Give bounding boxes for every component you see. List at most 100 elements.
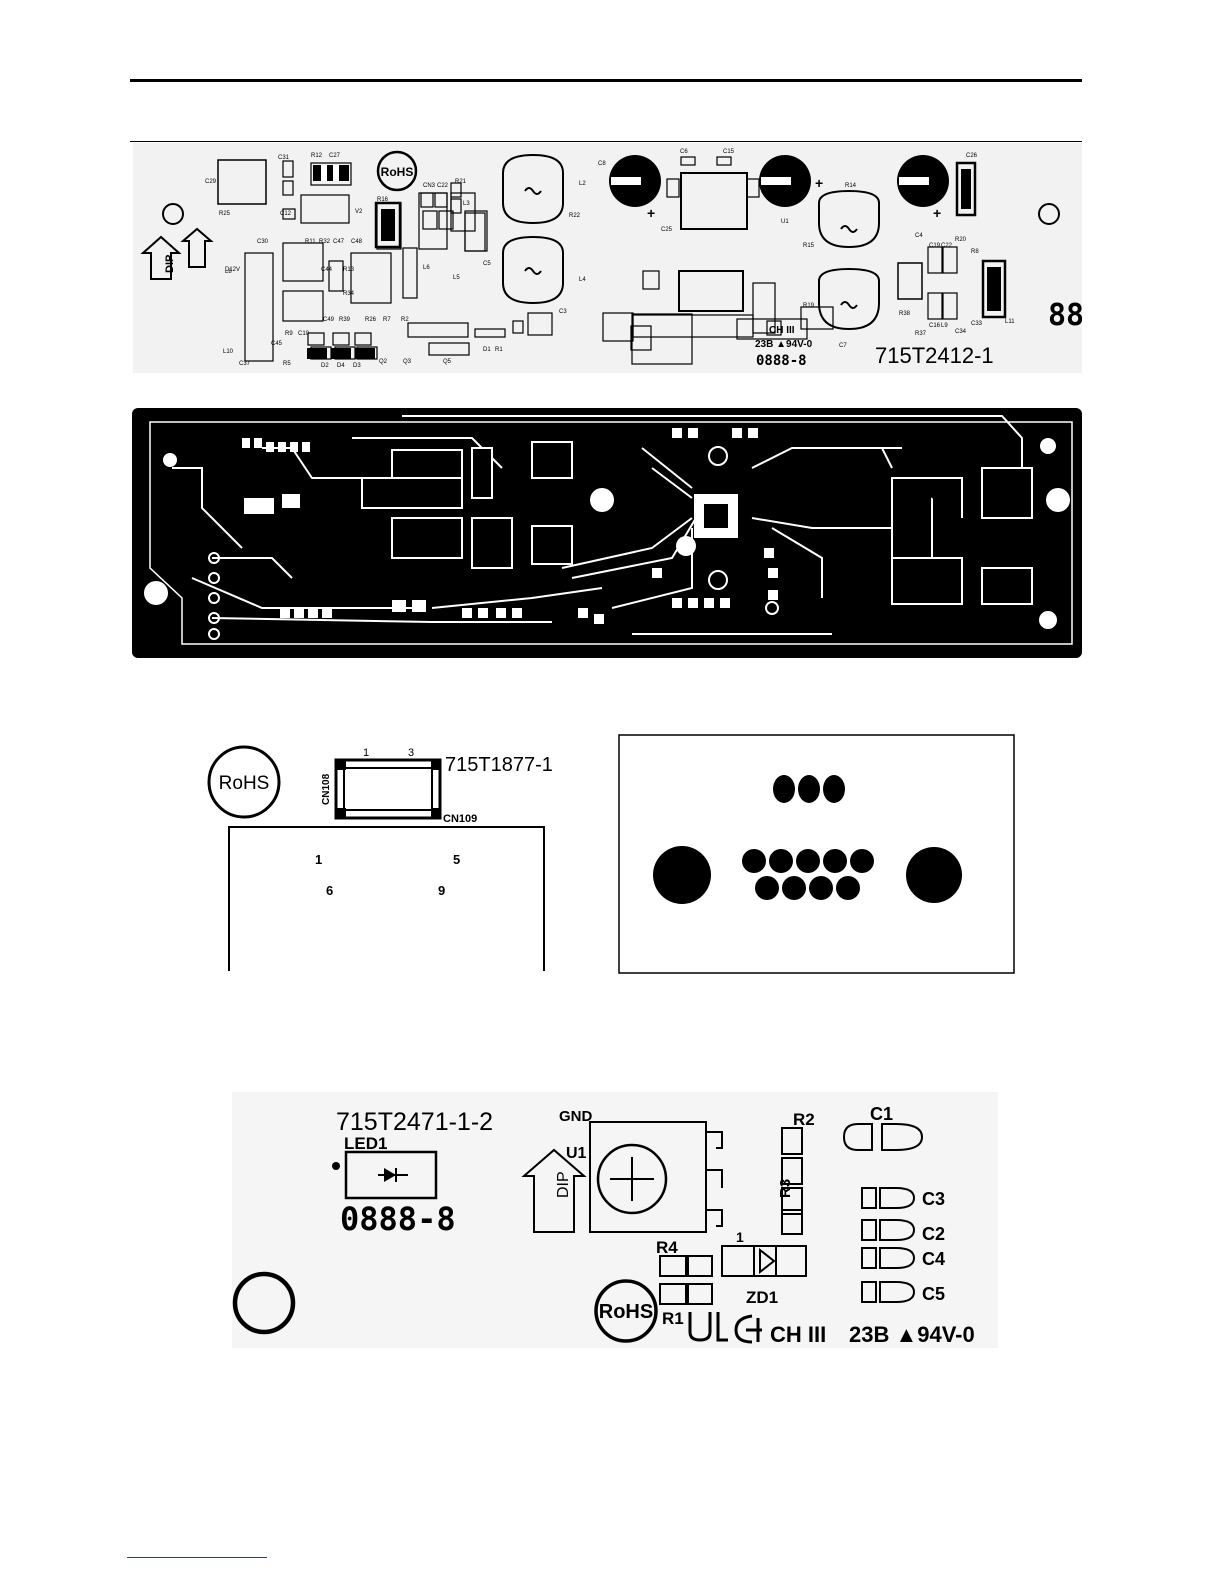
zd1-label: ZD1 xyxy=(746,1288,778,1307)
ref-label: C37 xyxy=(239,361,251,367)
ref-label: R34 xyxy=(343,291,355,297)
dip-label: DIP xyxy=(164,255,176,273)
mounting-hole xyxy=(232,1271,296,1335)
ref-label: L4 xyxy=(579,277,586,283)
footer-link-underline xyxy=(127,1557,267,1558)
mounting-hole xyxy=(1038,203,1060,225)
ref-label: C6 xyxy=(680,149,688,155)
ref-label: C4 xyxy=(915,233,923,239)
ref-label: L6 xyxy=(423,265,430,271)
r4-label: R4 xyxy=(656,1238,678,1257)
cn109-label: CN109 xyxy=(443,813,477,825)
ref-label: R38 xyxy=(899,311,911,317)
ref-label: C49 xyxy=(323,317,335,323)
ref-label: R22 xyxy=(569,213,581,219)
ref-label: C48 xyxy=(351,239,363,245)
ref-label: R20 xyxy=(955,237,967,243)
r2-label: R2 xyxy=(793,1110,815,1129)
ref-label: L10 xyxy=(223,349,234,355)
cn108-label: CN108 xyxy=(321,773,332,805)
rohs-logo-text: RoHS xyxy=(219,773,270,794)
u1-label: U1 xyxy=(566,1145,587,1162)
pin-label: 1 xyxy=(315,852,322,867)
ref-label: C30 xyxy=(257,239,269,245)
svg-text:+: + xyxy=(647,205,655,221)
ref-label: R9 xyxy=(285,331,293,337)
inductor-symbol xyxy=(502,153,564,305)
svg-text:+: + xyxy=(933,205,941,221)
ref-label: L8 xyxy=(225,269,232,275)
pin-label: 9 xyxy=(438,883,445,898)
rohs-logo-text: RoHS xyxy=(599,1301,653,1323)
ref-label: C44 xyxy=(321,267,333,273)
ref-label: R39 xyxy=(339,317,351,323)
pin-label: 6 xyxy=(326,883,333,898)
ref-label: D3 xyxy=(353,363,361,369)
mounting-hole xyxy=(162,203,184,225)
ref-label: L2 xyxy=(579,181,586,187)
pcb-silkscreen-connector: RoHS 1 3 715T1877-1 CN108 CN109 1 5 6 9 xyxy=(207,745,553,971)
ref-label: C47 xyxy=(333,239,345,245)
rohs-logo xyxy=(207,745,281,819)
flammability-rating: 23B ▲94V-0 xyxy=(849,1322,975,1347)
ref-label: C12 xyxy=(280,211,292,217)
date-code: 0888-8 xyxy=(340,1200,456,1238)
ref-label: C5 xyxy=(483,261,491,267)
ref-label: Q3 xyxy=(403,359,412,365)
ref-label: L11 xyxy=(1005,319,1015,325)
pcb-silkscreen-main: DIP xyxy=(133,143,1082,373)
ref-label: D4 xyxy=(337,363,345,369)
header-rule xyxy=(130,141,1082,142)
r3-label: R3 xyxy=(777,1179,794,1198)
pcb-copper-bottom xyxy=(132,408,1082,658)
ref-label: R13 xyxy=(343,267,355,273)
date-code: 0888-8 xyxy=(756,353,807,369)
ref-label: R14 xyxy=(845,183,857,189)
ref-label: C7 xyxy=(839,343,847,349)
pin-label: 1 xyxy=(363,747,369,759)
zener-diode-icon xyxy=(759,1247,776,1275)
ref-label: C22 xyxy=(437,183,449,189)
dip-label: DIP xyxy=(555,1171,572,1198)
pin-label: 3 xyxy=(408,747,414,759)
c5-label: C5 xyxy=(922,1284,945,1304)
pcb-silkscreen-led: 715T2471-1-2 LED1 0888-8 DIP GND U1 R2 R… xyxy=(232,1092,998,1348)
board-id: 715T1877-1 xyxy=(445,754,553,776)
ref-label: C10 xyxy=(298,331,310,337)
led-label: LED1 xyxy=(344,1134,387,1153)
board-id: 715T2412-1 xyxy=(875,343,994,368)
ref-label: L3 xyxy=(463,201,470,207)
ref-label: R26 xyxy=(365,317,377,323)
ref-label: C33 xyxy=(971,321,983,327)
ref-label: R15 xyxy=(803,243,815,249)
rohs-logo-text: RoHS xyxy=(381,165,414,179)
ref-label: C15 xyxy=(723,149,735,155)
c2-label: C2 xyxy=(922,1224,945,1244)
dip-arrow-icon xyxy=(521,1148,587,1233)
ref-label: R32 xyxy=(319,239,331,245)
ref-label: C26 xyxy=(966,153,978,159)
ref-label: R37 xyxy=(915,331,927,337)
ref-label: R11 xyxy=(305,239,316,245)
c3-label: C3 xyxy=(922,1189,945,1209)
c4-label: C4 xyxy=(922,1249,945,1269)
connector-outline xyxy=(334,758,442,820)
seven-segment-mark: 88 xyxy=(1048,298,1082,333)
diode-icon xyxy=(378,1168,408,1182)
led-outline xyxy=(344,1150,438,1200)
ref-label: L5 xyxy=(453,275,460,281)
gnd-label: GND xyxy=(559,1108,593,1125)
mounting-hole xyxy=(144,438,1070,629)
ref-label: R2 xyxy=(401,317,409,323)
ref-label: C16 xyxy=(929,323,941,329)
ref-label: Q5 xyxy=(443,359,452,365)
ref-label: R16 xyxy=(377,197,389,203)
electrolytic-capacitor xyxy=(609,155,949,207)
ref-label: V2 xyxy=(355,209,363,215)
ref-label: D12V xyxy=(225,267,240,273)
ref-label: CN3 xyxy=(423,183,436,189)
top-rule xyxy=(130,79,1082,82)
dip-arrow-icon xyxy=(140,227,214,280)
ref-label: C25 xyxy=(661,227,673,233)
ref-label: R7 xyxy=(383,317,391,323)
